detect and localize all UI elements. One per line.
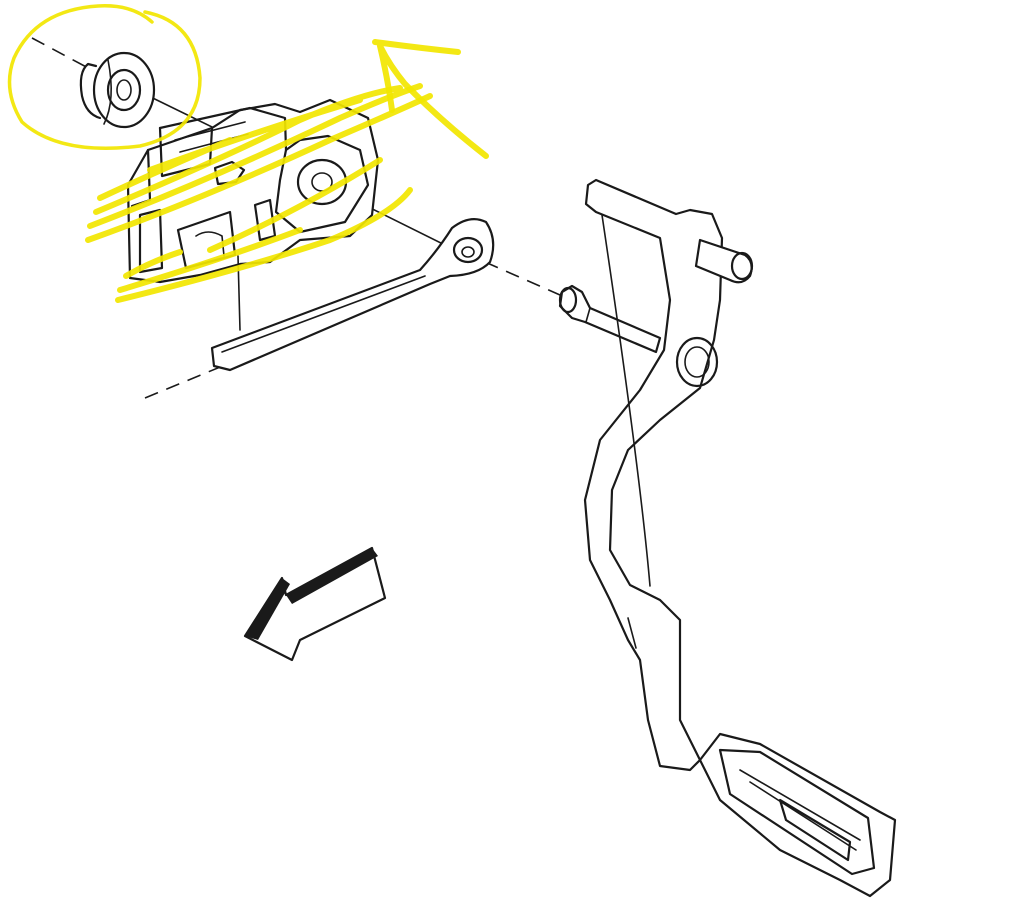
pedal-pad	[698, 732, 897, 898]
highlight-circle-around-nut	[7, 4, 202, 150]
brake-pedal-arm	[583, 178, 754, 772]
highlight-scribble-over-switch	[85, 83, 433, 303]
retaining-nut	[79, 51, 156, 129]
highlight-annotations	[7, 4, 489, 303]
front-direction-arrow-icon	[243, 546, 387, 662]
pivot-pin	[558, 284, 662, 354]
highlight-arrow-up-right	[372, 39, 489, 159]
mounting-bracket-arm	[210, 217, 495, 372]
